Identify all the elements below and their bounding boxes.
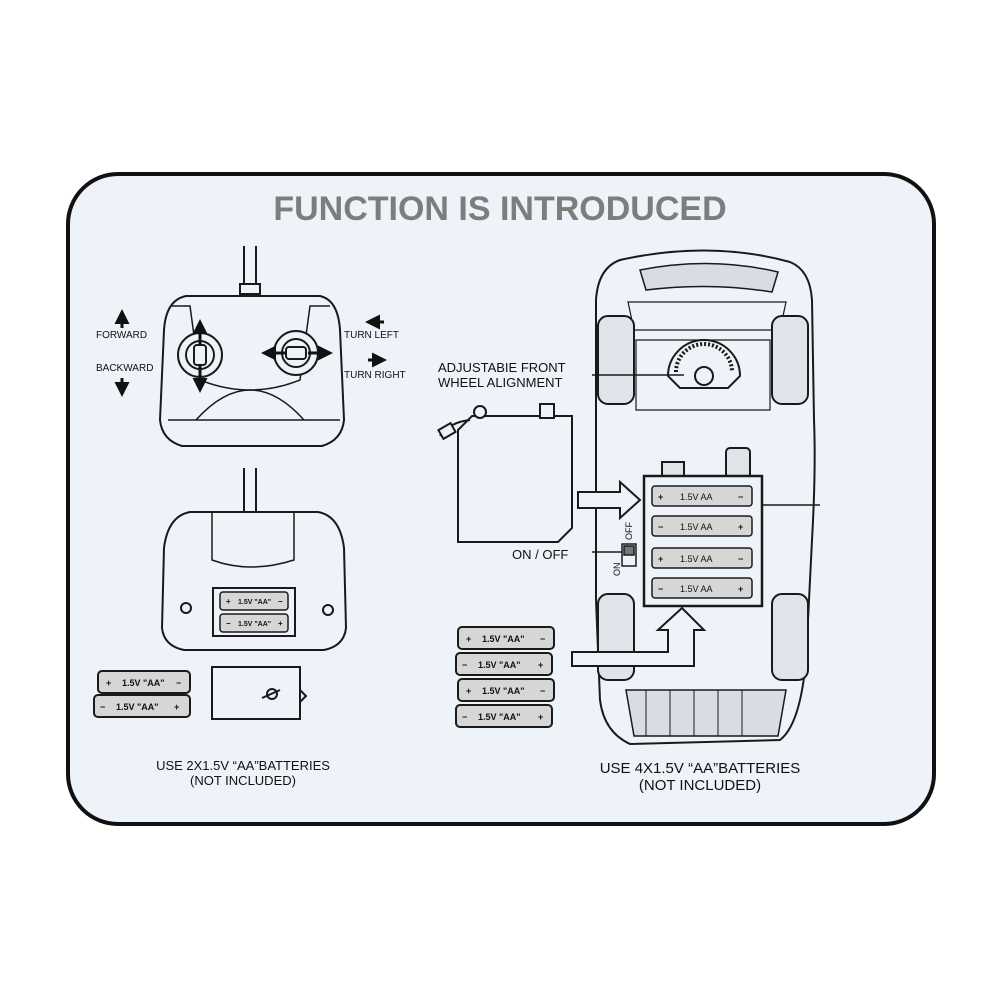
remote-loose-batteries xyxy=(93,670,191,718)
battery-plus-icon: + xyxy=(538,712,543,722)
car-battery-cover xyxy=(437,403,573,543)
battery-plus-icon: + xyxy=(658,492,663,502)
page-title: FUNCTION IS INTRODUCED xyxy=(273,190,727,228)
wheel-alignment-line2: WHEEL ALIGNMENT xyxy=(438,375,563,390)
battery-plus-icon: + xyxy=(174,702,179,712)
on-off-label: ON / OFF xyxy=(512,547,569,562)
remote-control-front xyxy=(158,246,346,447)
remote-caption-line1: USE 2X1.5V “AA”BATTERIES xyxy=(156,758,330,773)
remote-battery-caption: USE 2X1.5V “AA”BATTERIES (NOT INCLUDED) xyxy=(138,758,348,788)
remote-battery-cover xyxy=(211,666,308,720)
battery-minus-icon: − xyxy=(176,678,181,688)
battery-minus-icon: − xyxy=(226,619,231,628)
battery-plus-icon: + xyxy=(738,522,743,532)
battery-label: 1.5V "AA" xyxy=(482,634,525,644)
battery-minus-icon: − xyxy=(738,492,743,502)
battery-plus-icon: + xyxy=(466,634,471,644)
battery-minus-icon: − xyxy=(658,584,663,594)
battery-label: 1.5V "AA" xyxy=(238,621,271,628)
battery-minus-icon: − xyxy=(738,554,743,564)
car-loose-batteries xyxy=(455,626,555,728)
battery-label: 1.5V "AA" xyxy=(116,702,159,712)
battery-minus-icon: − xyxy=(462,660,467,670)
turn-right-label: TURN RIGHT xyxy=(344,370,406,381)
turn-left-label: TURN LEFT xyxy=(344,330,399,341)
wheel-alignment-label: ADJUSTABIE FRONT WHEEL ALIGNMENT xyxy=(438,360,566,390)
battery-minus-icon: − xyxy=(278,597,283,606)
battery-plus-icon: + xyxy=(538,660,543,670)
battery-minus-icon: − xyxy=(462,712,467,722)
wheel-alignment-line1: ADJUSTABIE FRONT xyxy=(438,360,566,375)
battery-plus-icon: + xyxy=(278,619,283,628)
stick-arrows xyxy=(192,319,333,393)
battery-label: 1.5V "AA" xyxy=(482,686,525,696)
battery-minus-icon: − xyxy=(540,634,545,644)
backward-label: BACKWARD xyxy=(96,363,154,374)
battery-minus-icon: − xyxy=(100,702,105,712)
battery-label: 1.5V "AA" xyxy=(478,660,521,670)
battery-label: 1.5V AA xyxy=(680,522,713,532)
battery-plus-icon: + xyxy=(466,686,471,696)
car-caption-line1: USE 4X1.5V “AA”BATTERIES xyxy=(599,760,801,777)
battery-plus-icon: + xyxy=(106,678,111,688)
battery-label: 1.5V AA xyxy=(680,492,713,502)
remote-caption-line2: (NOT INCLUDED) xyxy=(190,773,296,788)
battery-plus-icon: + xyxy=(226,597,231,606)
forward-label: FORWARD xyxy=(96,330,148,341)
battery-minus-icon: − xyxy=(658,522,663,532)
car-caption-line2: (NOT INCLUDED) xyxy=(638,777,762,794)
car-compartment-batteries xyxy=(651,485,753,599)
switch-on-label: ON xyxy=(612,563,622,577)
battery-label: 1.5V AA xyxy=(680,554,713,564)
car-battery-caption: USE 4X1.5V “AA”BATTERIES (NOT INCLUDED) xyxy=(560,760,840,794)
battery-label: 1.5V "AA" xyxy=(238,599,271,606)
remote-battery-slots xyxy=(219,591,289,633)
direction-label-arrows xyxy=(114,309,387,397)
battery-minus-icon: − xyxy=(540,686,545,696)
insert-arrows xyxy=(571,479,707,667)
battery-plus-icon: + xyxy=(658,554,663,564)
battery-plus-icon: + xyxy=(738,584,743,594)
switch-off-label: OFF xyxy=(624,522,634,540)
battery-label: 1.5V "AA" xyxy=(478,712,521,722)
on-off-switch xyxy=(621,543,637,567)
pointer-lines xyxy=(592,374,820,553)
battery-label: 1.5V AA xyxy=(680,584,713,594)
battery-label: 1.5V "AA" xyxy=(122,678,165,688)
battery-labels: + 1.5V "AA" − − 1.5V "AA" + + 1.5V "AA" … xyxy=(100,492,743,722)
